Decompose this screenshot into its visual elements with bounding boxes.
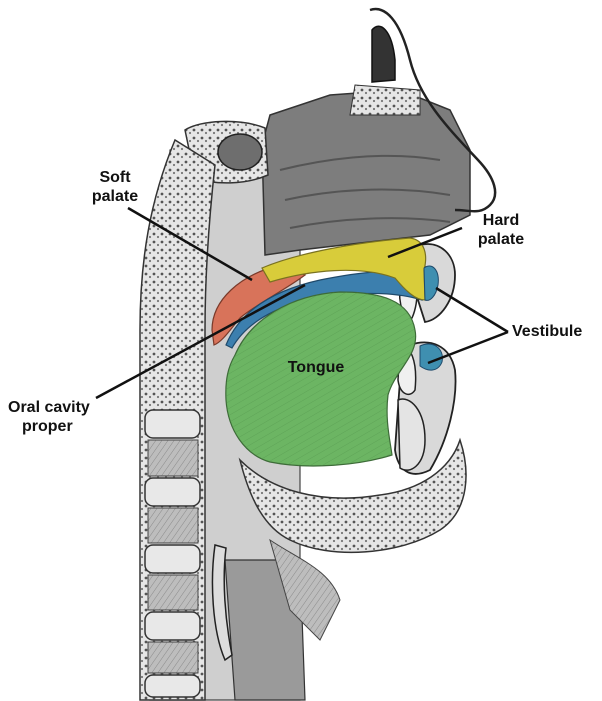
pointer-vestibule-lower [427,330,509,365]
vertebral-bodies [144,409,201,698]
label-soft-palate: Soft palate [80,168,150,206]
mandible-region [238,437,467,554]
label-oral-cavity-line1: Oral cavity [8,399,90,416]
soft-palate-region [211,264,307,346]
pointer-hard-palate [387,226,463,259]
label-hard-palate-line1: Hard [482,212,520,229]
label-soft-palate-line1: Soft [99,169,131,186]
label-hard-palate: Hard palate [466,211,536,249]
vestibule-region-upper [423,265,439,301]
nose-outline [369,7,497,213]
label-hard-palate-line2: palate [477,231,525,248]
sphenoid-sinus [217,133,263,171]
epiglottis [211,544,233,662]
vertebral-discs [147,439,199,674]
pointer-oral-cavity-proper [95,283,306,400]
nasal-bone [371,25,396,83]
label-soft-palate-line2: palate [91,188,139,205]
pointer-vestibule-upper [435,286,509,334]
mandible-bone-front [397,398,426,471]
hyoid-area [269,538,341,641]
nasal-turbinates [279,154,451,229]
label-pointer-lines [95,206,509,400]
label-vestibule: Vestibule [512,323,583,340]
frontal-sinus-area [349,84,421,116]
label-oral-cavity-line2: proper [22,418,73,435]
label-oral-cavity-proper: Oral cavity proper [8,398,90,436]
label-tongue: Tongue [287,359,345,376]
pointer-soft-palate [127,206,253,282]
vestibule-region-lower [419,343,443,371]
tongue-fibers [225,292,416,466]
